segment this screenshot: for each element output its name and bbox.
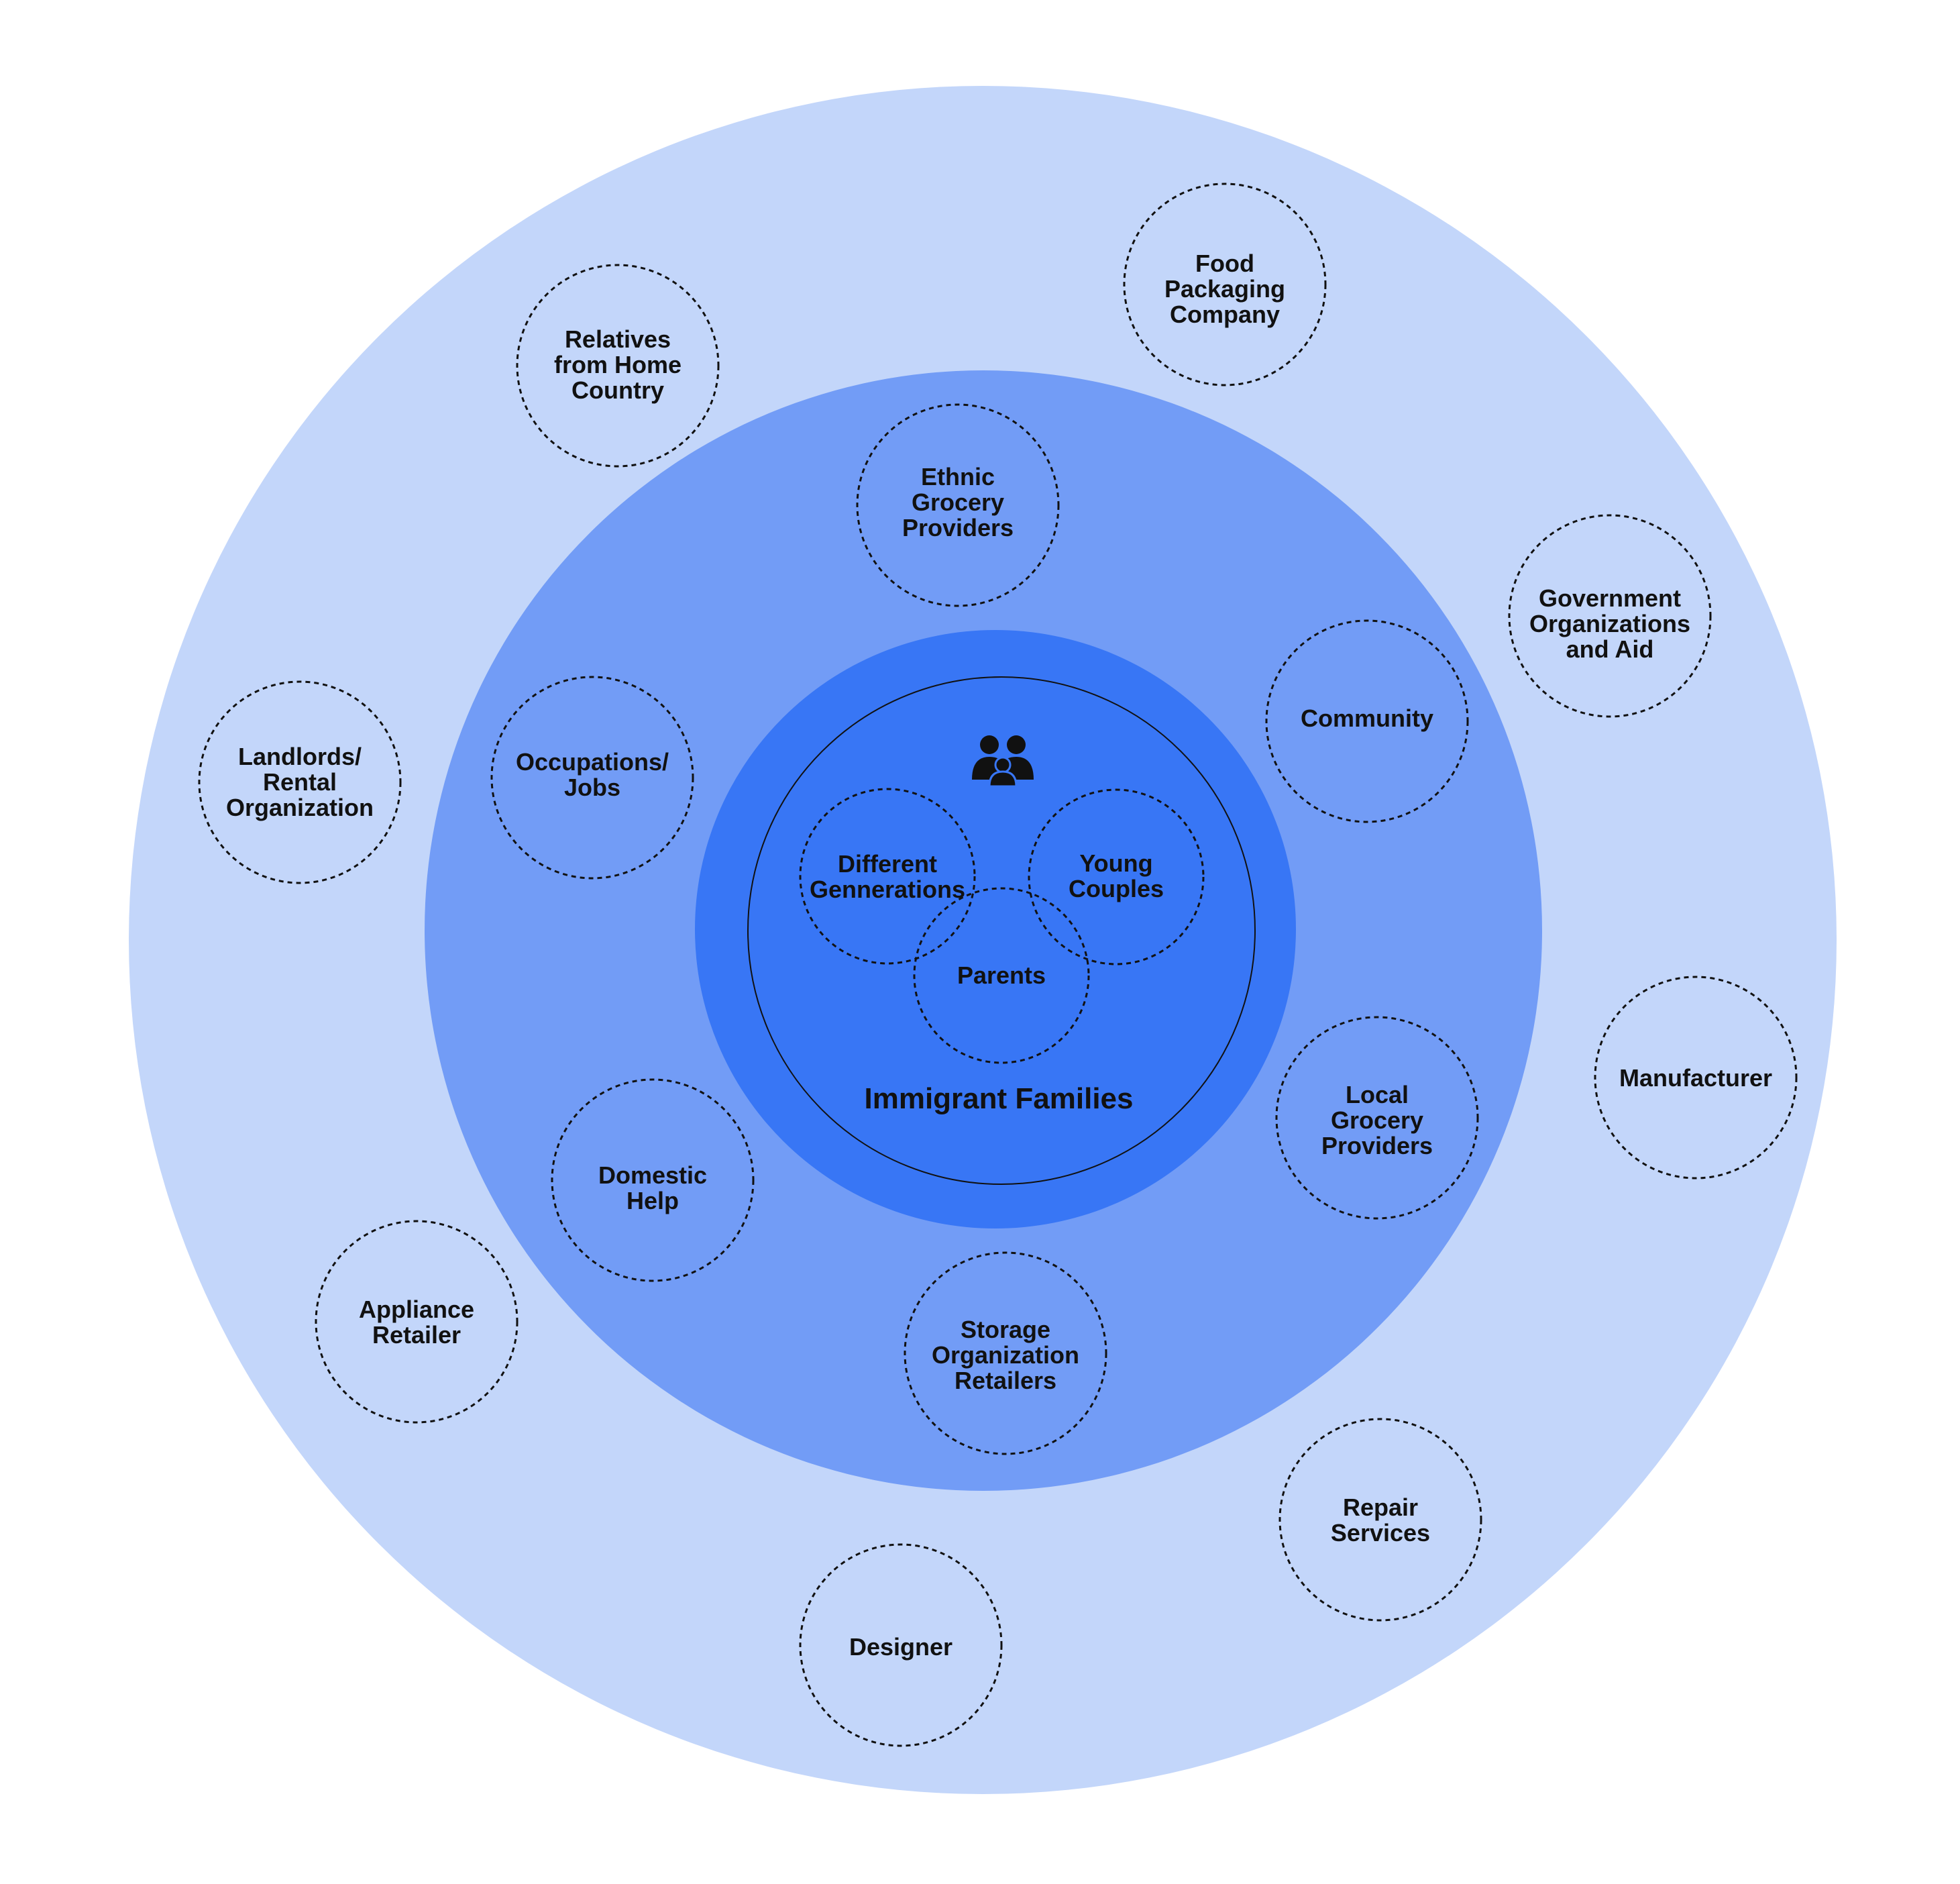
center-title: Immigrant Families <box>864 1082 1133 1115</box>
inner-ring <box>695 630 1296 1228</box>
relatives-from-home-country-label-line: Relatives <box>565 325 671 353</box>
domestic-help-label-line: Help <box>627 1187 679 1214</box>
occupations-jobs-label-line: Jobs <box>564 774 620 801</box>
food-packaging-company-circle <box>1123 182 1327 386</box>
node-community: Community <box>1265 619 1469 823</box>
repair-services-circle <box>1278 1418 1482 1622</box>
domestic-help-circle <box>551 1078 755 1282</box>
government-organizations-and-aid-circle <box>1508 514 1712 718</box>
different-generations-circle <box>799 788 976 965</box>
local-grocery-providers-label-line: Local <box>1346 1081 1409 1108</box>
local-grocery-providers-label-line: Grocery <box>1331 1106 1423 1134</box>
domestic-help-label-line: Domestic <box>598 1161 707 1189</box>
appliance-retailer-circle <box>315 1220 519 1424</box>
node-manufacturer: Manufacturer <box>1594 976 1798 1180</box>
storage-organization-retailers-label-line: Retailers <box>955 1367 1056 1394</box>
relatives-from-home-country-label-line: Country <box>571 376 664 404</box>
food-packaging-company-label-line: Packaging <box>1164 275 1285 303</box>
storage-organization-retailers-label-line: Organization <box>932 1341 1079 1369</box>
landlords-rental-organization-circle <box>198 680 402 884</box>
food-packaging-company-label-line: Food <box>1195 250 1254 277</box>
local-grocery-providers-circle <box>1275 1016 1479 1220</box>
ethnic-grocery-providers-label-line: Grocery <box>912 488 1004 516</box>
manufacturer-circle <box>1594 976 1798 1180</box>
community-circle <box>1265 619 1469 823</box>
ethnic-grocery-providers-circle <box>856 403 1060 607</box>
node-occupations-jobs: Occupations/Jobs <box>490 676 694 880</box>
node-designer: Designer <box>799 1543 1003 1747</box>
designer-label-line: Designer <box>849 1633 952 1661</box>
government-organizations-and-aid-label-line: Organizations <box>1529 610 1690 637</box>
repair-services-label-line: Repair <box>1343 1494 1418 1521</box>
young-couples-label-line: Couples <box>1069 875 1164 902</box>
ethnic-grocery-providers-label-line: Providers <box>902 514 1014 541</box>
relatives-from-home-country-circle <box>516 264 720 468</box>
core-circle <box>747 676 1256 1185</box>
community-label-line: Community <box>1301 704 1433 732</box>
appliance-retailer-label-line: Retailer <box>372 1321 461 1349</box>
repair-services-label-line: Services <box>1331 1519 1430 1547</box>
landlords-rental-organization-label-line: Organization <box>226 794 374 821</box>
occupations-jobs-circle <box>490 676 694 880</box>
government-organizations-and-aid-label-line: and Aid <box>1566 635 1654 663</box>
manufacturer-label-line: Manufacturer <box>1619 1064 1772 1092</box>
appliance-retailer-label-line: Appliance <box>359 1296 474 1323</box>
designer-circle <box>799 1543 1003 1747</box>
food-packaging-company-label-line: Company <box>1170 301 1280 328</box>
young-couples-label-line: Young <box>1079 849 1152 877</box>
young-couples-circle <box>1028 788 1205 965</box>
landlords-rental-organization-label-line: Rental <box>263 768 337 796</box>
family-icon <box>972 735 1034 788</box>
different-generations-label-line: Different <box>838 850 937 878</box>
node-parents: Parents <box>913 887 1090 1064</box>
storage-organization-retailers-circle <box>904 1251 1107 1455</box>
occupations-jobs-label-line: Occupations/ <box>516 748 669 776</box>
government-organizations-and-aid-label-line: Government <box>1539 584 1681 612</box>
different-generations-label-line: Gennerations <box>810 876 965 903</box>
local-grocery-providers-label-line: Providers <box>1321 1132 1433 1159</box>
relatives-from-home-country-label-line: from Home <box>554 351 682 378</box>
landlords-rental-organization-label-line: Landlords/ <box>238 743 362 770</box>
ethnic-grocery-providers-label-line: Ethnic <box>921 463 995 490</box>
storage-organization-retailers-label-line: Storage <box>961 1316 1050 1343</box>
parents-label-line: Parents <box>957 961 1046 989</box>
parents-circle <box>913 887 1090 1064</box>
